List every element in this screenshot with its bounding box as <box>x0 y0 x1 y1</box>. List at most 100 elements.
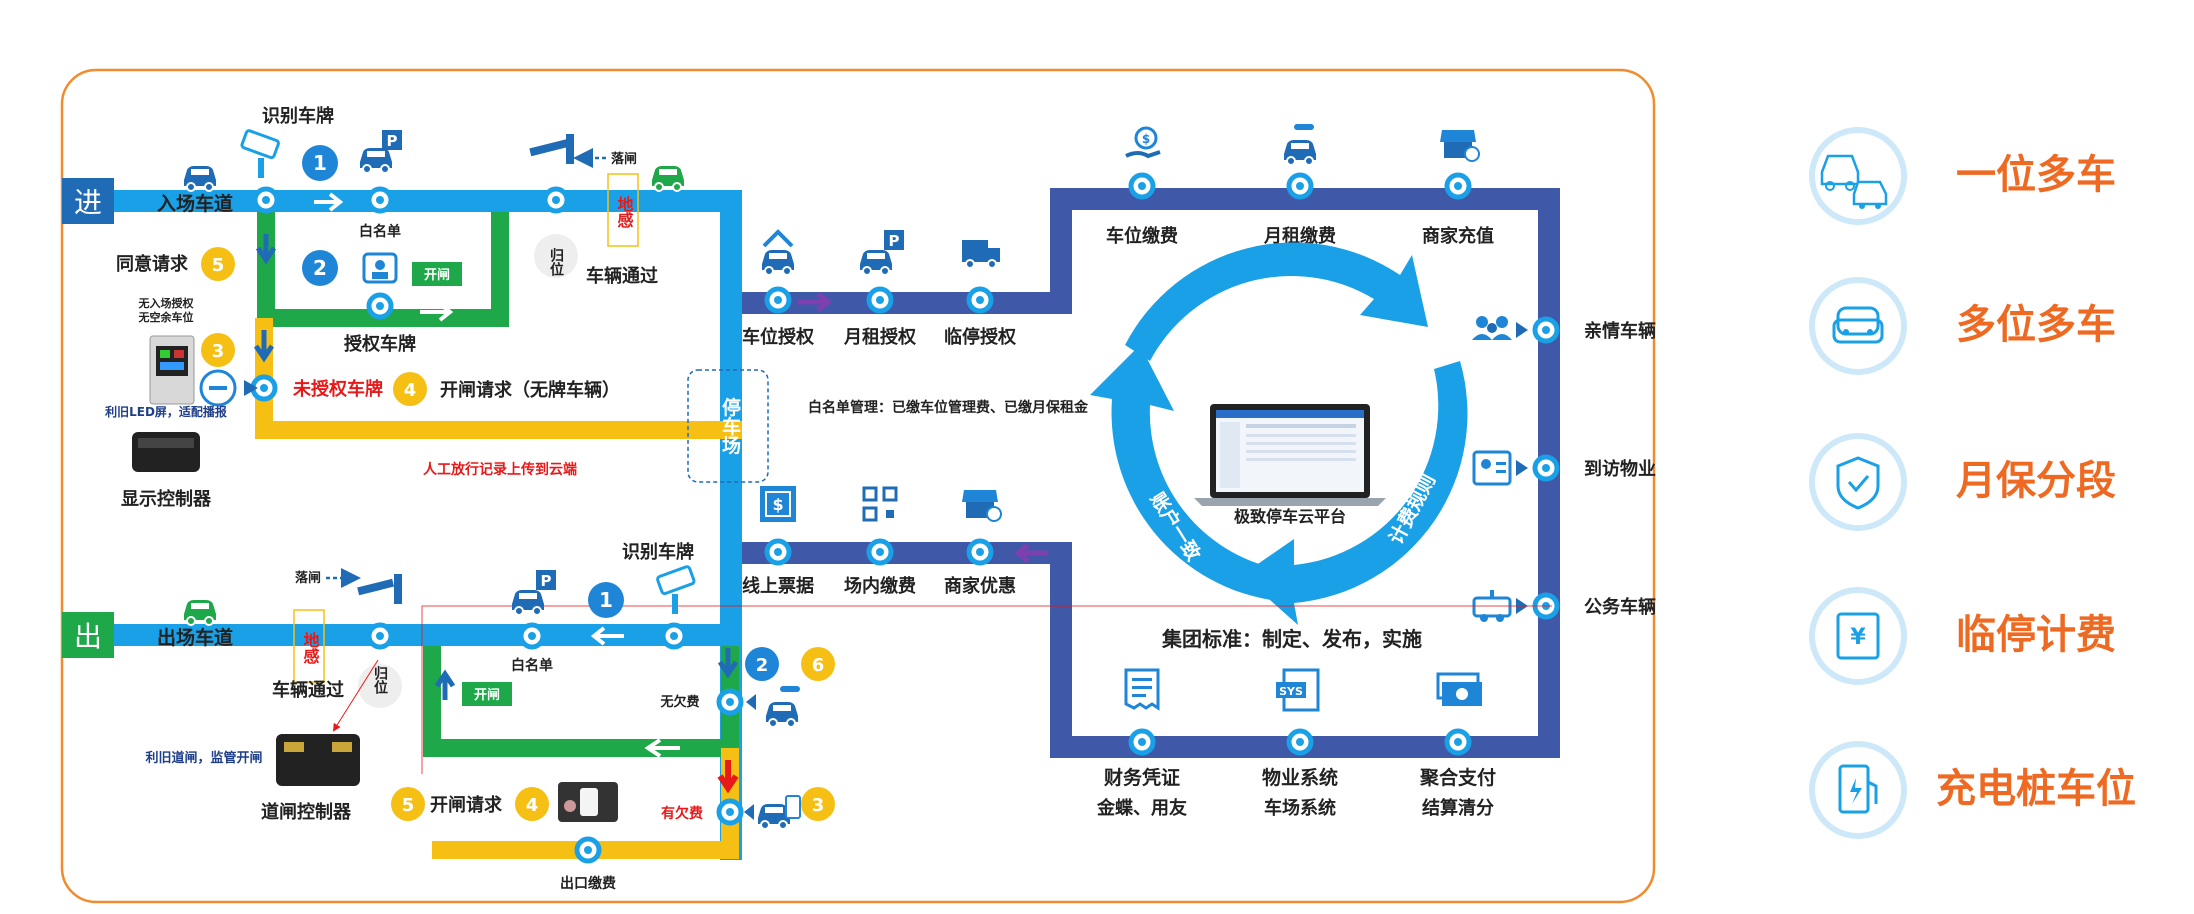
entry-step-4: 4 <box>404 380 417 401</box>
entry-step-1: 1 <box>313 151 327 175</box>
platform-cycle <box>1090 242 1468 625</box>
exit-step-2: 2 <box>756 655 769 676</box>
charging-pile-icon <box>1838 764 1878 814</box>
family-vehicle-label: 亲情车辆 <box>1584 320 1656 342</box>
multi-car-icon <box>1820 154 1888 209</box>
yen-bill-icon: ¥ <box>1836 612 1880 660</box>
entry-ground-sensor-box <box>607 173 639 247</box>
exit-pay-label: 出口缴费 <box>560 875 616 892</box>
exit-step-1: 1 <box>599 588 613 612</box>
aggregate-pay-label: 聚合支付 <box>1419 766 1496 789</box>
entry-open-button-label: 开闸 <box>424 267 450 283</box>
car-payment-icon <box>757 795 801 830</box>
laptop-icon <box>1194 404 1386 506</box>
aggregate-sub-label: 结算清分 <box>1422 797 1494 819</box>
outer-frame <box>60 68 1656 904</box>
reuse-gate-note: 利旧道闸，监管开闸 <box>145 750 262 766</box>
home-car-icon <box>761 229 795 276</box>
barrier-gate-icon <box>529 134 574 164</box>
whitelist-mgmt-note: 白名单管理：已缴车位管理费、已缴月保租金 <box>808 399 1089 416</box>
sys-file-icon: SYS <box>1276 668 1320 712</box>
temp-auth-label: 临停授权 <box>944 326 1017 348</box>
feature-item: 月保分段 <box>1809 433 2116 531</box>
entry-lane-label: 入场车道 <box>157 192 233 215</box>
feature-label: 一位多车 <box>1956 152 2116 198</box>
entry-step-3: 3 <box>212 341 225 362</box>
exit-open-button-label: 开闸 <box>474 687 500 703</box>
entry-recognize-label: 识别车牌 <box>262 105 334 127</box>
car-front-icon <box>1832 306 1884 344</box>
exit-step-5: 5 <box>402 795 415 816</box>
feature-label: 临停计费 <box>1956 612 2116 658</box>
svg-text:P: P <box>889 232 900 250</box>
exit-lane-label: 出场车道 <box>157 626 233 649</box>
exit-label: 出 <box>74 620 102 653</box>
no-entry-auth: 无入场授权 <box>138 296 195 310</box>
shop-discount-icon <box>962 490 1002 522</box>
feature-item: 充电桩车位 <box>1809 741 2136 839</box>
exit-ground-sensor-box <box>293 609 325 683</box>
parking-lot-label: 停车场 <box>719 396 741 454</box>
feature-label: 充电桩车位 <box>1936 766 2136 812</box>
led-screen-icon <box>149 335 195 405</box>
no-free-space: 无空余车位 <box>138 310 194 324</box>
svg-text:$: $ <box>772 495 783 514</box>
entry-label-box <box>62 178 114 224</box>
manual-release-note: 人工放行记录上传到云端 <box>423 461 577 478</box>
barrier-gate-icon <box>357 574 402 604</box>
entry-label: 进 <box>74 186 102 219</box>
merchant-topup-label: 商家充值 <box>1422 225 1494 247</box>
entry-vehicle-pass: 车辆通过 <box>586 265 658 287</box>
exit-recognize-label: 识别车牌 <box>622 541 694 563</box>
feature-label: 多位多车 <box>1956 302 2116 348</box>
no-debt-label: 无欠费 <box>659 694 699 710</box>
phone-scan-icon <box>558 782 618 822</box>
space-auth-label: 车位授权 <box>742 326 815 348</box>
entry-gate-drop: 落闸 <box>611 151 637 167</box>
official-vehicle-label: 公务车辆 <box>1584 596 1656 618</box>
svg-text:$: $ <box>1142 132 1150 146</box>
qr-code-icon <box>862 486 898 522</box>
exit-step-3: 3 <box>812 795 825 816</box>
group-standard-label: 集团标准：制定、发布，实施 <box>1161 627 1422 651</box>
parking-sign-icon: P <box>859 230 904 276</box>
sys-badge: SYS <box>1279 685 1303 698</box>
shield-check-icon <box>1836 456 1880 510</box>
shop-topup-icon <box>1440 130 1480 162</box>
exit-label-box <box>62 612 114 658</box>
exit-reset: 归位 <box>372 665 388 695</box>
visit-property-label: 到访物业 <box>1584 458 1656 480</box>
feature-circle <box>1809 433 1907 531</box>
display-controller-label: 显示控制器 <box>121 488 212 510</box>
exit-step-4: 4 <box>526 795 539 816</box>
parking-sign-icon: P <box>359 130 402 174</box>
feature-circle <box>1809 587 1907 685</box>
coin-hand-icon: $ <box>1125 126 1161 159</box>
cycle-top-label: 车位资源 <box>1242 296 1318 319</box>
exit-step-6: 6 <box>812 655 825 676</box>
svg-text:¥: ¥ <box>1850 625 1866 650</box>
feature-circle <box>1809 277 1907 375</box>
feature-label: 月保分段 <box>1956 458 2116 504</box>
entry-open-button <box>412 262 462 286</box>
feature-item: 一位多车 <box>1809 127 2116 225</box>
inlot-pay-label: 场内缴费 <box>844 575 916 597</box>
camera-icon <box>240 129 280 178</box>
property-sub-label: 车场系统 <box>1264 797 1336 819</box>
open-request-unplated: 开闸请求（无牌车辆） <box>440 379 620 401</box>
ticket-icon: $ <box>760 486 796 522</box>
cloud-platform-label: 极致停车云平台 <box>1234 507 1346 526</box>
svg-text:P: P <box>387 132 398 150</box>
entry-ground-sensor: 地感 <box>615 195 634 229</box>
official-car-icon <box>1472 590 1512 622</box>
space-fee-label: 车位缴费 <box>1106 225 1178 247</box>
monthly-fee-label: 月租缴费 <box>1263 225 1336 247</box>
family-people-icon <box>1472 316 1512 340</box>
exit-vehicle-pass: 车辆通过 <box>272 679 344 701</box>
gate-controller-label: 道闸控制器 <box>261 801 352 823</box>
entry-step-5: 5 <box>212 255 225 276</box>
cash-payment-icon <box>1436 672 1482 706</box>
exit-open-button <box>462 682 512 706</box>
finance-label: 财务凭证 <box>1104 766 1180 789</box>
